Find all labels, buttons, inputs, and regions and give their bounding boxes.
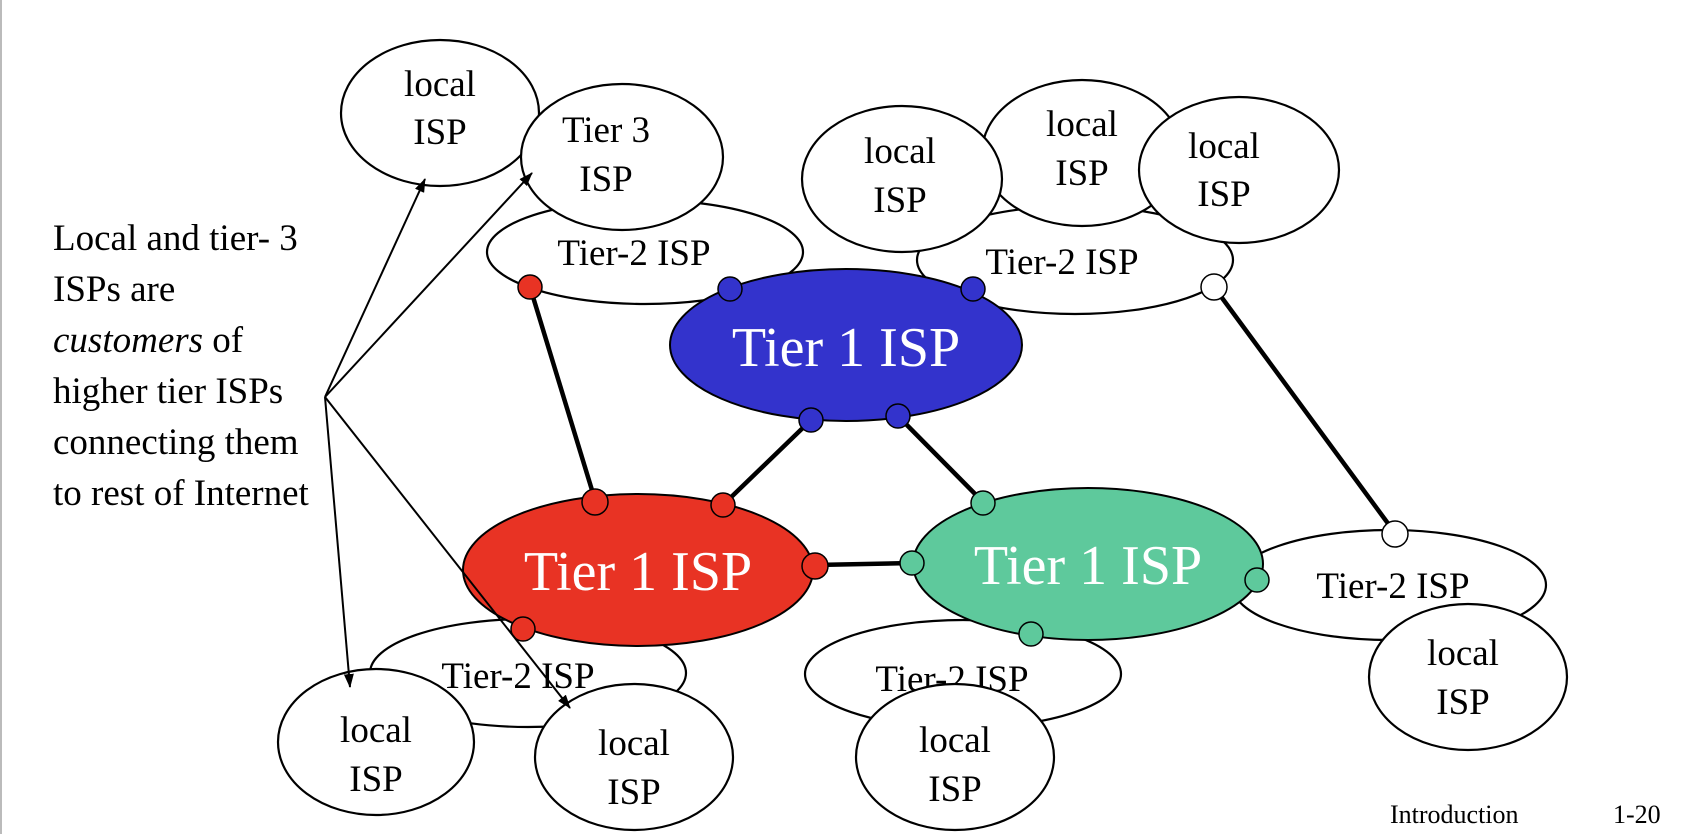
local-isp-top-a-label-1: local	[1046, 104, 1118, 145]
connector-dot-green	[1244, 567, 1270, 593]
annotation-line-3: customers of	[53, 320, 244, 361]
local-isp-bottom-mid-label-2: ISP	[928, 769, 981, 810]
local-isp-bottom-left-a	[276, 667, 476, 817]
connector-dot-white	[1200, 273, 1228, 301]
arrow-to-local-isp-top-left	[324, 178, 426, 398]
local-isp-bottom-left-b-label-1: local	[598, 723, 670, 764]
tier1-isp-green-label: Tier 1 ISP	[974, 535, 1202, 597]
local-isp-bottom-left-a-label-1: local	[340, 710, 412, 751]
local-isp-top-left-label-2: ISP	[413, 112, 466, 153]
connector-dot-blue	[717, 276, 743, 302]
link-blue-green	[896, 414, 985, 504]
link-red-green	[814, 560, 913, 568]
connector-dot-blue	[798, 407, 824, 433]
connector-dot-green	[899, 550, 925, 576]
annotation-line-5: connecting them	[53, 422, 299, 463]
annotation-line-6: to rest of Internet	[53, 473, 310, 514]
tier2-isp-right-label: Tier-2 ISP	[1316, 566, 1469, 607]
connector-dot-red	[710, 492, 736, 518]
local-isp-top-b-label-1: local	[864, 131, 936, 172]
footer-page-number: 1-20	[1613, 800, 1661, 829]
local-isp-bottom-mid-label-1: local	[919, 720, 991, 761]
annotation-line-4: higher tier ISPs	[53, 371, 283, 412]
local-isp-top-c	[1137, 95, 1341, 245]
arrow-to-tier3-isp	[324, 172, 533, 398]
footer-section: Introduction	[1390, 800, 1519, 829]
tier1-isp-red-label: Tier 1 ISP	[524, 541, 752, 603]
local-isp-top-c-label-1: local	[1188, 126, 1260, 167]
connector-dot-red	[581, 488, 609, 516]
connector-dot-red	[510, 616, 536, 642]
local-isp-top-c-label-2: ISP	[1197, 174, 1250, 215]
tier2-isp-bottom-left-label: Tier-2 ISP	[441, 656, 594, 697]
link-tier2topleft-redtier1	[527, 286, 598, 501]
annotation-line-1: Local and tier- 3	[53, 218, 298, 259]
link-blue-red	[721, 418, 813, 507]
local-isp-top-b-label-2: ISP	[873, 180, 926, 221]
local-isp-right	[1367, 602, 1569, 752]
connector-dot-red	[801, 552, 829, 580]
local-isp-bottom-left-b-label-2: ISP	[607, 772, 660, 813]
local-isp-bottom-left-b	[533, 682, 735, 832]
connector-dot-green	[1018, 621, 1044, 647]
tier3-isp-label-2: ISP	[579, 159, 632, 200]
connector-dot-blue	[960, 276, 986, 302]
local-isp-top-b	[800, 104, 1004, 254]
local-isp-bottom-left-a-label-2: ISP	[349, 759, 402, 800]
connector-dot-red	[517, 274, 543, 300]
tier3-isp-label-1: Tier 3	[562, 110, 650, 151]
annotation-customers-italic: customers	[53, 320, 203, 361]
arrow-to-local-isp-bottom-left-b	[324, 396, 571, 709]
tier2-isp-top-left-label: Tier-2 ISP	[557, 233, 710, 274]
connector-dot-white	[1381, 520, 1409, 548]
local-isp-right-label-2: ISP	[1436, 682, 1489, 723]
tier1-isp-blue	[669, 268, 1023, 422]
local-isp-top-left	[339, 38, 541, 188]
local-isp-bottom-mid	[854, 682, 1056, 832]
tier1-isp-blue-label: Tier 1 ISP	[732, 317, 960, 379]
arrow-to-local-isp-bottom-left-a	[324, 396, 354, 688]
local-isp-top-a-label-2: ISP	[1055, 153, 1108, 194]
local-isp-right-label-1: local	[1427, 633, 1499, 674]
annotation-line-2: ISPs are	[53, 269, 175, 310]
connector-dot-green	[970, 490, 996, 516]
connector-dot-blue	[885, 403, 911, 429]
local-isp-top-left-label-1: local	[404, 64, 476, 105]
tier2-isp-top-right-label: Tier-2 ISP	[985, 242, 1138, 283]
link-tier2topright-tier2right	[1212, 285, 1397, 535]
tier3-isp	[519, 82, 725, 232]
annotation-line-3-rest: of	[203, 320, 244, 361]
